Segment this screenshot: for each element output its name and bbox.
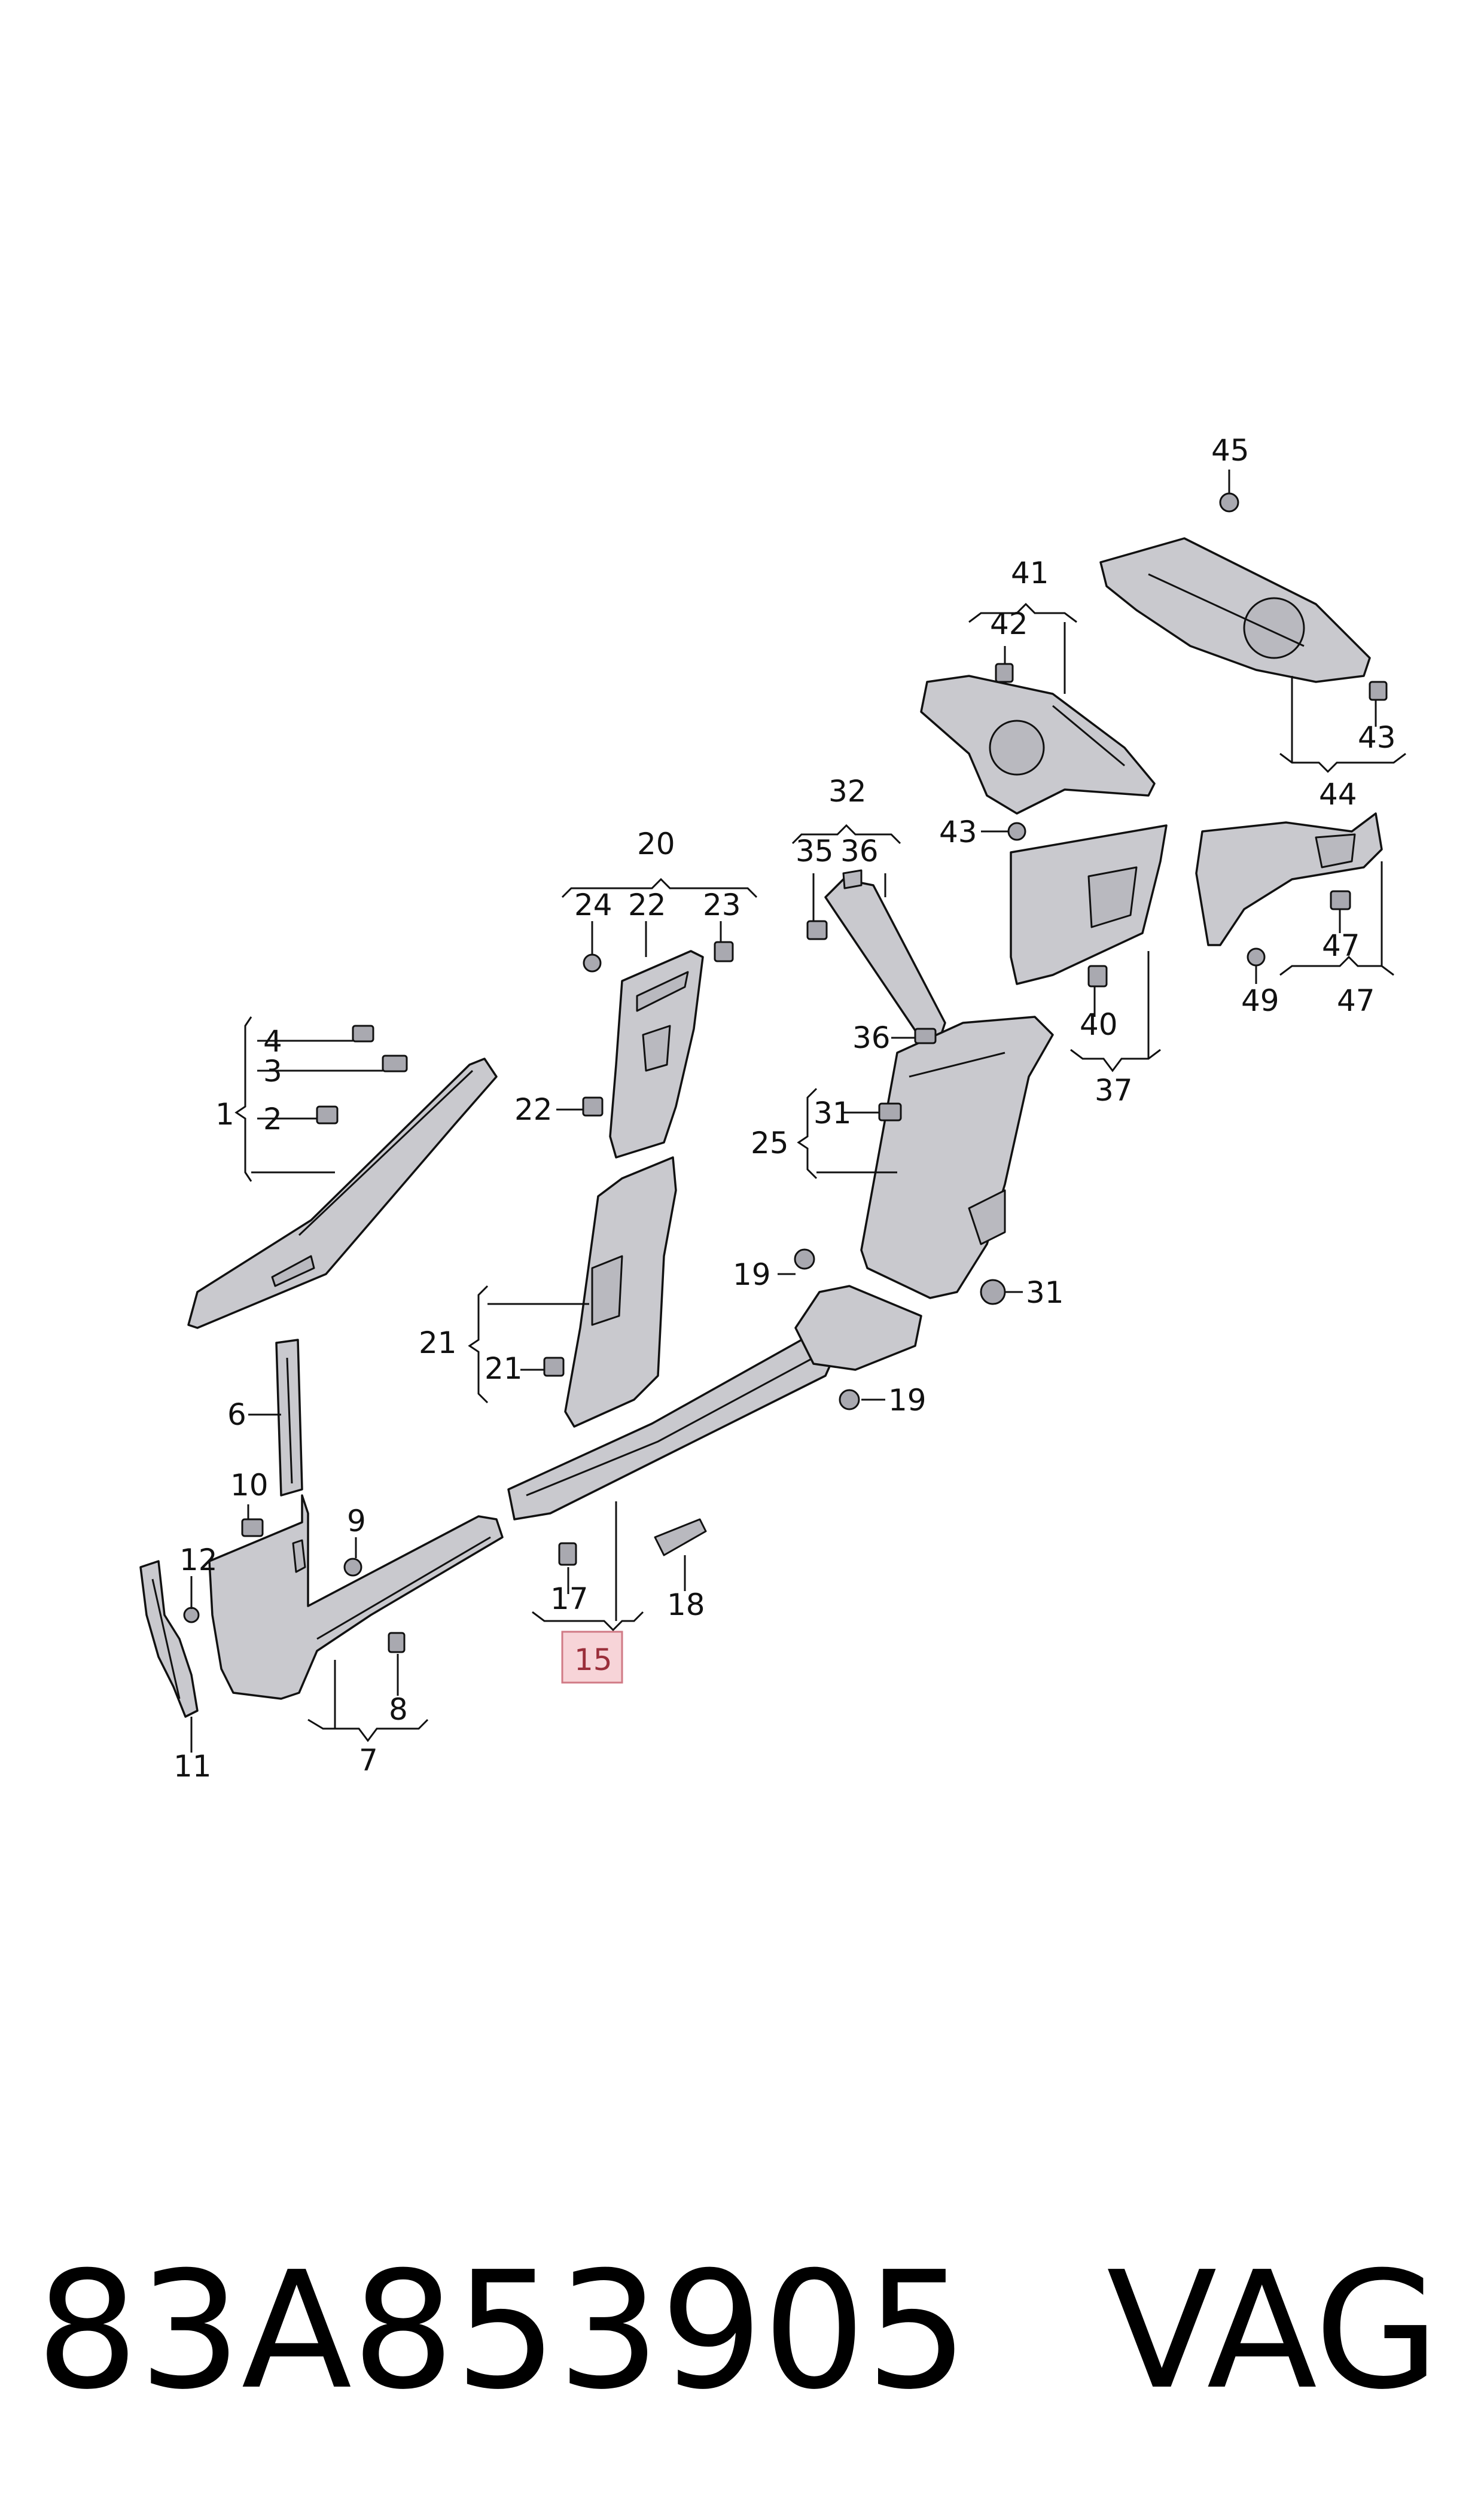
callout-16: 17 [550,1582,589,1616]
screw-9 [343,1558,362,1577]
highlight-box-15 [561,1631,623,1684]
leader-lines [190,470,1406,1753]
screw-19 [794,1248,815,1270]
c-pillar-upper-trim [1010,824,1168,985]
callout-23: 22 [514,1092,553,1127]
screw-46 [1219,492,1239,513]
callout-10: 10 [230,1468,269,1503]
callout-37: 36 [852,1020,891,1055]
callout-31: 31 [813,1096,852,1131]
callout-44: 43 [939,815,977,849]
cargo-side-trim-left [920,675,1156,815]
callout-9: 9 [347,1504,366,1538]
clip-44 [1007,822,1026,841]
callout-43-right: 43 [1358,720,1396,755]
clip-43b [1369,681,1388,701]
sill-trim-panel [507,1303,851,1520]
a-pillar-trim [187,1058,498,1329]
callout-6: 6 [227,1397,246,1432]
clip-41 [1087,965,1108,988]
clip-31 [878,1102,902,1122]
clip-49 [1247,947,1266,967]
callout-22: 20 [637,827,675,861]
callout-37-top: 36 [840,834,879,869]
screw-12 [183,1607,200,1623]
clip-4 [352,1025,374,1043]
small-clips [183,492,1388,1653]
callout-12: 12 [179,1543,218,1577]
callout-46: 45 [1211,433,1250,468]
clip-16 [558,1542,577,1566]
callout-49: 49 [1241,983,1279,1018]
clip-43a [995,663,1014,683]
clip-32 [980,1279,1006,1305]
clip-2 [316,1105,339,1125]
clip-37b [914,1028,937,1044]
callout-7: 7 [359,1743,378,1778]
callout-35: 32 [828,774,867,809]
callout-43-left: 42 [990,607,1028,641]
callout-1: 1 [215,1097,234,1132]
callout-23-top: 22 [628,888,666,922]
callout-3: 3 [263,1054,282,1089]
callout-47: 47 [1337,983,1375,1018]
callout-20: 21 [419,1325,457,1360]
callout-25: 24 [574,888,613,922]
callout-21: 21 [484,1351,523,1386]
clip-48 [1330,890,1351,910]
clip-36 [806,920,828,940]
sill-bracket [654,1518,707,1556]
screw-25 [583,953,602,973]
callout-18: 19 [888,1383,927,1418]
clip-23 [582,1096,604,1117]
callout-15: 15 [574,1643,613,1677]
callout-32: 31 [1026,1275,1064,1310]
callout-11: 11 [173,1749,212,1784]
callout-24: 23 [703,888,741,922]
clip-24 [714,941,734,962]
clip-8 [388,1632,406,1653]
callout-19: 19 [733,1257,771,1292]
rear-sill-extension [794,1285,922,1371]
callout-41: 40 [1080,1007,1118,1042]
callout-42: 41 [1011,556,1049,590]
belt-guide-trim [824,869,946,1042]
rear-panel-trim [1195,812,1383,946]
callout-labels: 4 3 1 2 6 10 9 12 11 8 7 20 24 22 23 22 … [173,433,1396,1784]
clip-21 [543,1357,565,1377]
callout-17: 18 [667,1587,705,1622]
part-number: 83A853905 [36,2236,968,2425]
callout-40: 37 [1095,1073,1133,1108]
b-pillar-upper-trim [609,950,704,1159]
side-bracket [139,1560,199,1718]
callout-30: 25 [751,1126,789,1160]
callout-4: 4 [263,1024,282,1059]
callout-45: 44 [1319,777,1357,812]
callout-8: 8 [389,1692,408,1727]
b-pillar-lower-trim [564,1156,677,1428]
a-pillar-lower-trim [275,1339,303,1497]
c-pillar-lower-trim [860,1016,1054,1299]
cargo-side-trim-right [1099,537,1371,683]
clip-10 [241,1518,264,1537]
callout-48: 47 [1322,928,1360,963]
clip-18 [839,1389,860,1410]
clip-3 [382,1055,408,1072]
callout-2: 2 [263,1102,282,1136]
callout-36: 35 [796,834,834,869]
footwell-trim-panel [208,1494,504,1700]
brand-name: VAG [1107,2236,1440,2425]
